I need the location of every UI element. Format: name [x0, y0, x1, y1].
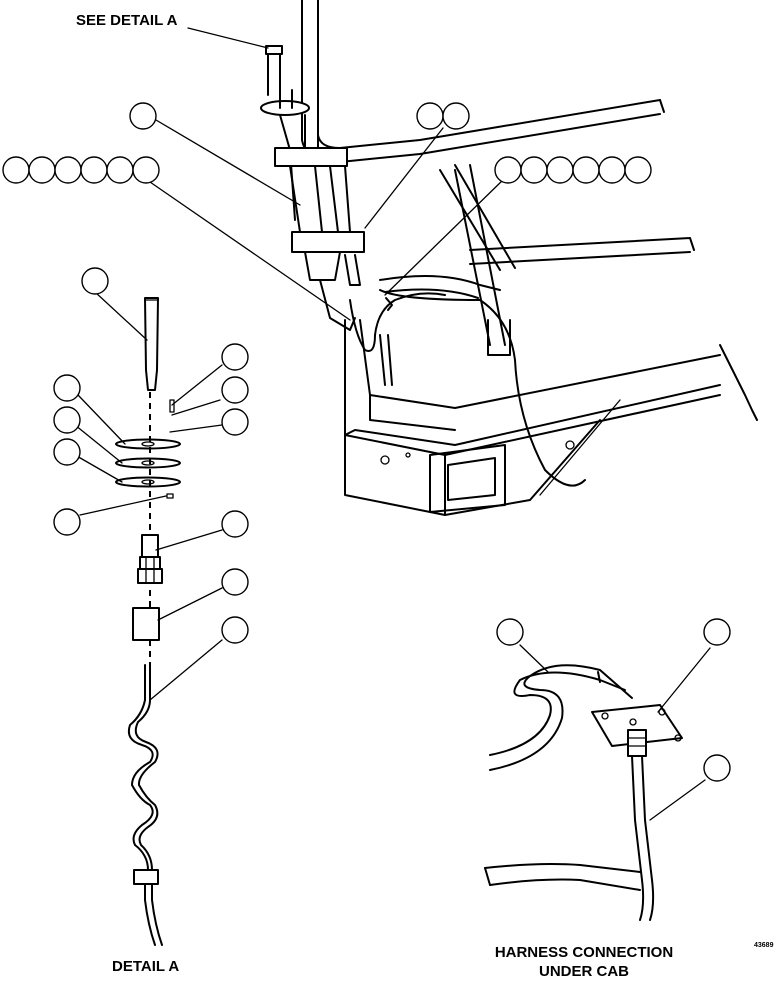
harness-title-line1: HARNESS CONNECTION	[494, 944, 674, 961]
see-detail-a-label: SEE DETAIL A	[76, 12, 178, 29]
detail-a-parts	[115, 297, 181, 946]
antenna-mount	[260, 45, 365, 331]
main-harness	[349, 289, 586, 487]
detail-a-title: DETAIL A	[112, 958, 180, 975]
callout-balloons	[2, 102, 731, 782]
harness-connection-title: HARNESS CONNECTION UNDER CAB	[474, 943, 694, 981]
harness-connection	[484, 664, 683, 921]
cab-frame	[301, 0, 758, 516]
leader-lines	[74, 27, 711, 821]
harness-title-line2: UNDER CAB	[539, 963, 629, 980]
drawing-number: 43689	[754, 942, 774, 949]
